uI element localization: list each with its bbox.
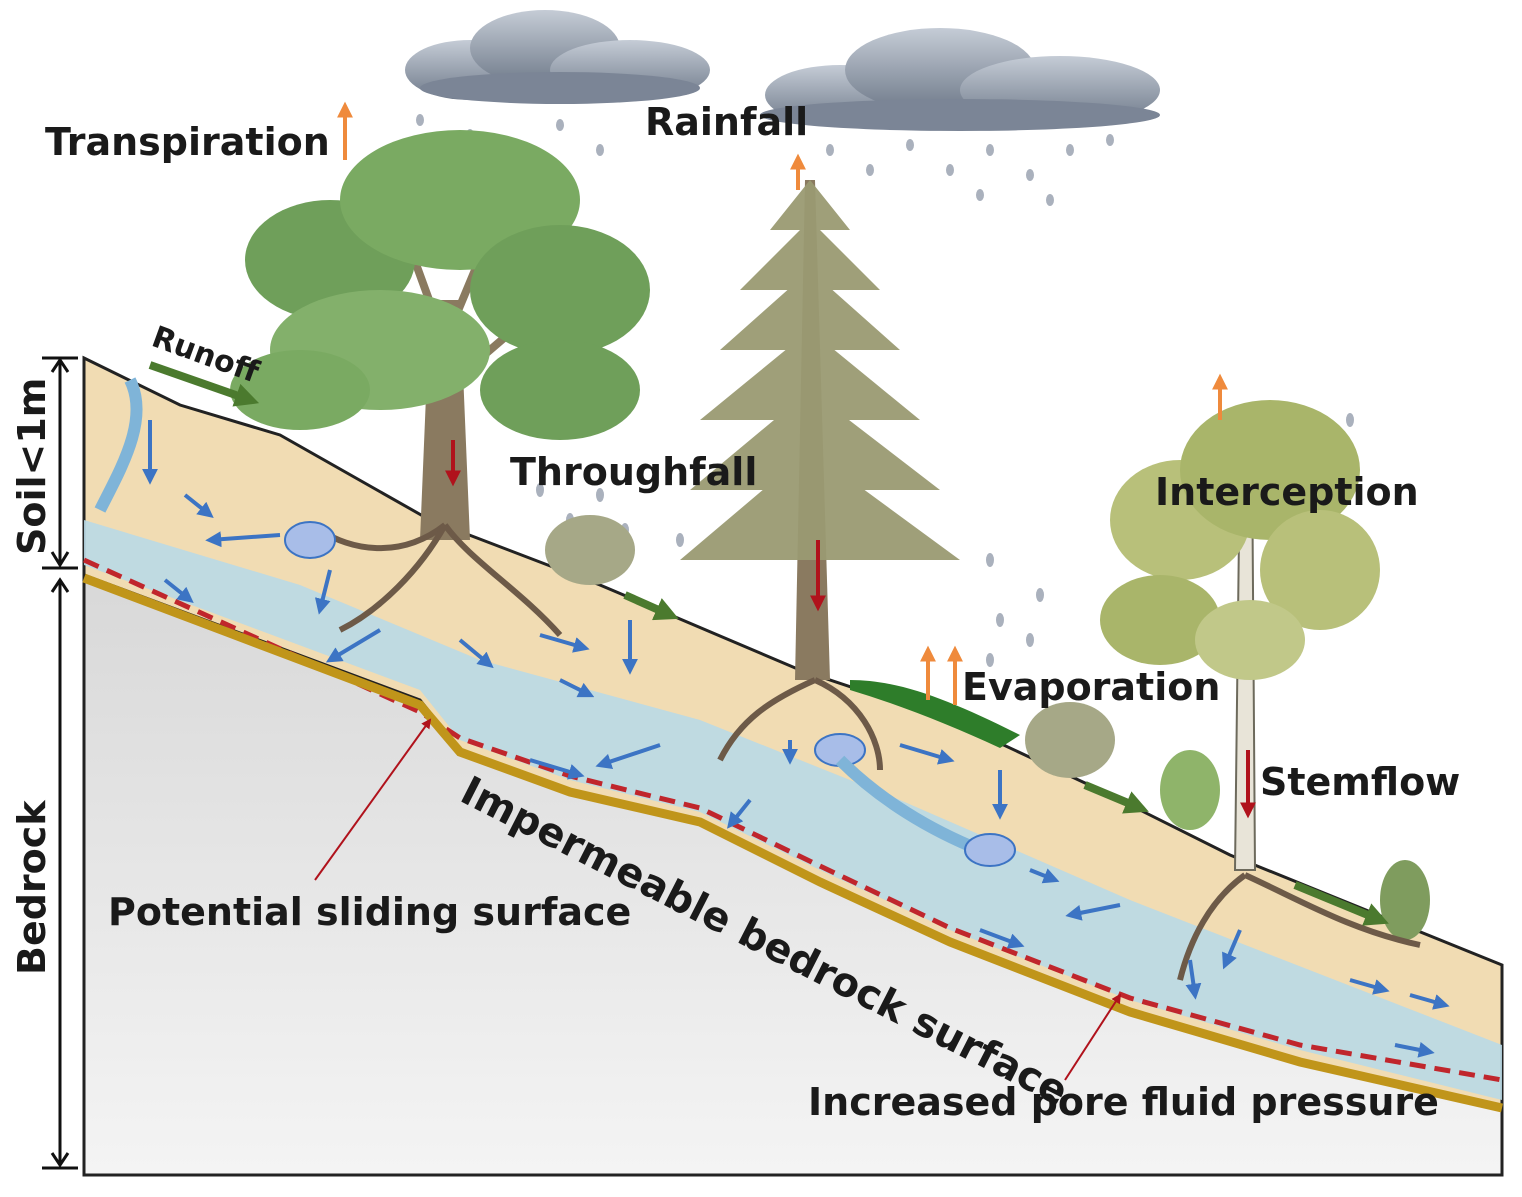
conifer-tree: [680, 180, 960, 680]
deciduous-tree: [230, 130, 650, 540]
pointer-sliding-surface: [314, 718, 432, 881]
label-bedrock: Bedrock: [10, 800, 54, 975]
runoff-arrows: [148, 361, 1389, 926]
cloud-left: [405, 10, 710, 104]
label-throughfall: Throughfall: [510, 450, 757, 494]
label-rainfall: Rainfall: [645, 100, 808, 144]
cloud-right: [760, 28, 1160, 131]
sliding-surface-line: [82, 557, 1503, 1083]
birch-tree: [1100, 400, 1380, 871]
dimension-bars: [42, 356, 78, 1170]
label-potential-sliding-surface: Potential sliding surface: [108, 890, 631, 934]
label-increased-pore-fluid-pressure: Increased pore fluid pressure: [808, 1080, 1439, 1124]
impermeable-bedrock-line: [82, 573, 1503, 1113]
evaporation-arrows: [337, 101, 1228, 705]
shrubs: [545, 515, 1430, 940]
saturated-zone: [84, 520, 1502, 1100]
label-evaporation: Evaporation: [962, 665, 1220, 709]
pointer-pore-pressure: [1064, 993, 1122, 1081]
subsurface-flow-arrows: [142, 420, 1450, 1058]
stemflow-arrows: [445, 440, 1256, 819]
ground-cover: [850, 680, 1020, 748]
label-stemflow: Stemflow: [1260, 760, 1460, 804]
label-runoff: Runoff: [147, 320, 264, 391]
label-soil-depth: Soil<1m: [10, 378, 54, 555]
label-transpiration: Transpiration: [45, 120, 330, 164]
label-interception: Interception: [1155, 470, 1419, 514]
macropores: [94, 377, 1016, 867]
